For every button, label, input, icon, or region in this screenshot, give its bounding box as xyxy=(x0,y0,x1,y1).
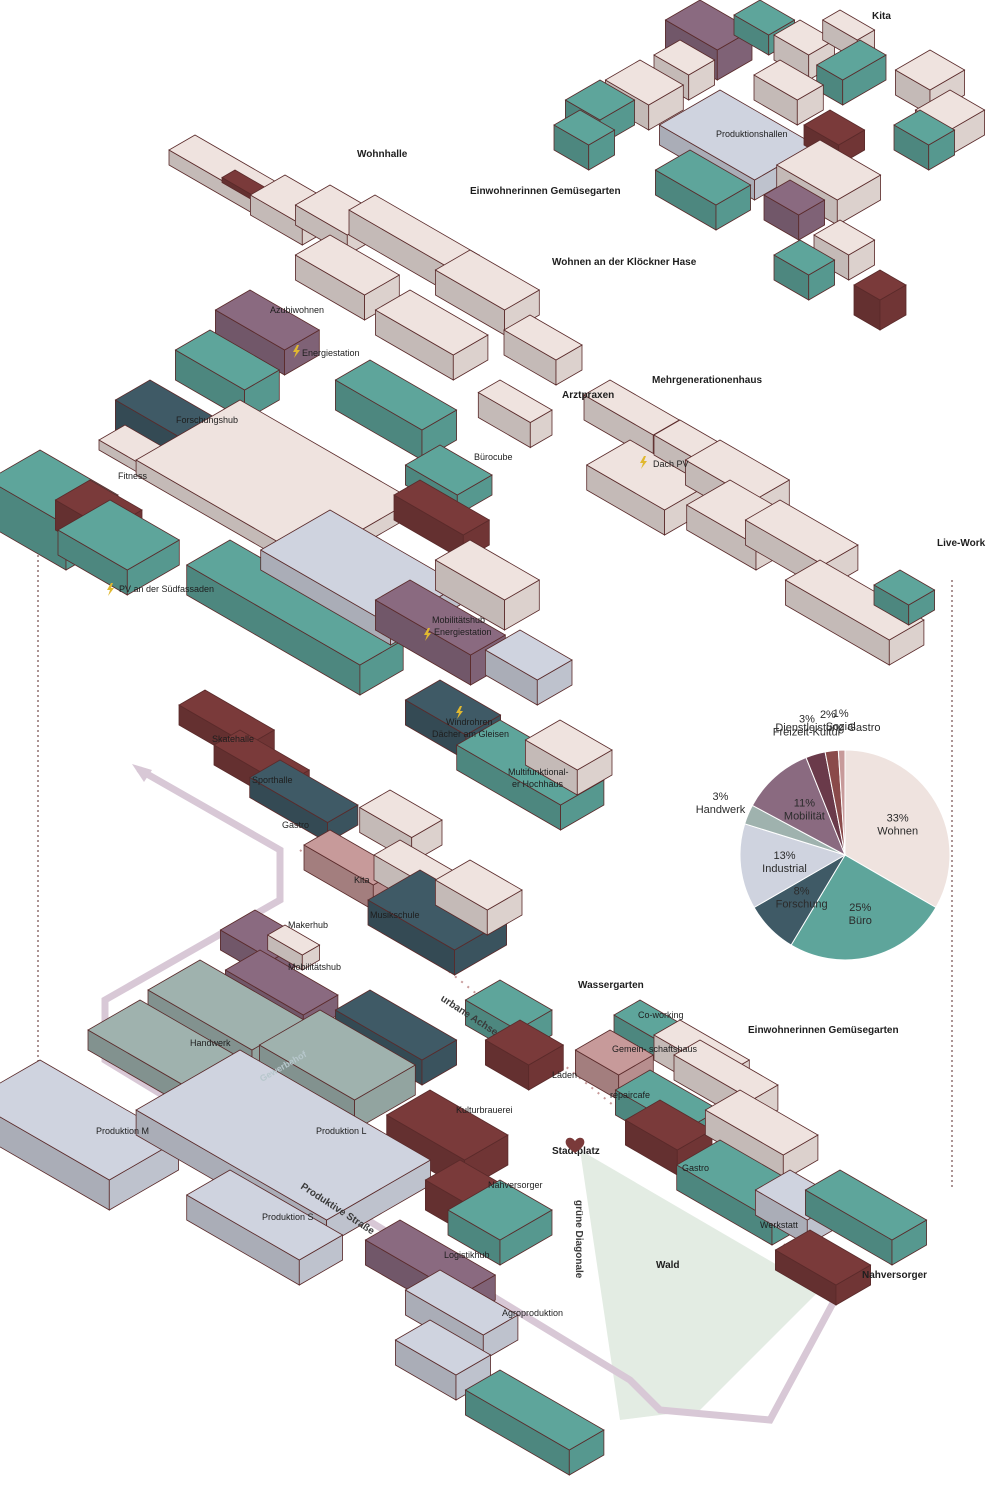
label-gruene-diagonale: grüne Diagonale xyxy=(573,1200,584,1279)
label-gemeinschaftshaus: Gemein- schaftshaus xyxy=(612,1044,698,1054)
label-energiestation-1: Energiestation xyxy=(302,348,360,358)
label-nahversorger-2: Nahversorger xyxy=(862,1270,927,1281)
label-wohnen-kloeckner: Wohnen an der Klöckner Hase xyxy=(552,257,697,268)
label-agroproduktion: Agroproduktion xyxy=(502,1308,563,1318)
label-wassergarten: Wassergarten xyxy=(578,980,644,991)
label-nahversorger-1: Nahversorger xyxy=(488,1180,543,1190)
label-produktion-s: Produktion S xyxy=(262,1212,314,1222)
label-handwerk: Handwerk xyxy=(190,1038,231,1048)
label-produktionshallen: Produktionshallen xyxy=(716,129,788,139)
label-produktion-m: Produktion M xyxy=(96,1126,149,1136)
label-logistikhub: Logistikhub xyxy=(444,1250,490,1260)
label-daecher-gleisen: Dächer am Gleisen xyxy=(432,729,509,739)
label-azubiwohnen: Azubiwohnen xyxy=(270,305,324,315)
pie-category-label: Forschung xyxy=(776,899,828,911)
pie-percent-label: 1% xyxy=(833,708,849,720)
label-wald: Wald xyxy=(656,1260,680,1271)
label-hochhaus: er Hochhaus xyxy=(512,779,564,789)
label-gemuesegarten: Einwohnerinnen Gemüsegarten xyxy=(748,1025,899,1036)
label-gastro-1: Gastro xyxy=(282,820,309,830)
label-dach-pv: Dach PV xyxy=(653,459,689,469)
label-repaircafe: repaircafe xyxy=(610,1090,650,1100)
building-residential xyxy=(504,315,582,385)
label-gemuesegarten-top: Einwohnerinnen Gemüsegarten xyxy=(470,186,621,197)
pie-category-label: Industrial xyxy=(762,863,807,875)
pie-percent-label: 33% xyxy=(887,813,909,825)
label-windrohren: Windrohren xyxy=(446,717,493,727)
label-arztpraxen: Arztpraxen xyxy=(562,390,614,401)
label-mobilitaetshub: Mobilitätshub xyxy=(288,962,341,972)
label-skatehalle: Skatehalle xyxy=(212,734,254,744)
pie-category-label: Handwerk xyxy=(696,804,746,816)
pie-percent-label: 25% xyxy=(849,902,871,914)
pie-percent-label: 13% xyxy=(773,850,795,862)
label-buerocube: Bürocube xyxy=(474,452,513,462)
land-use-pie-chart: 33%Wohnen 25%Büro 8%Forschung 13%Industrial… xyxy=(696,708,950,960)
label-musikschule: Musikschule xyxy=(370,910,420,920)
pie-category-label: Wohnen xyxy=(877,826,918,838)
street-arrow-north xyxy=(132,764,152,782)
label-fitness: Fitness xyxy=(118,471,148,481)
building-leisure xyxy=(854,270,906,330)
label-gastro-2: Gastro xyxy=(682,1163,709,1173)
pie-category-label: Büro xyxy=(849,915,872,927)
label-live-work: Live-Work xyxy=(937,538,986,549)
label-mehrgenerationenhaus: Mehrgenerationenhaus xyxy=(652,375,762,386)
pie-category-label: Sozial xyxy=(826,721,856,733)
pie-percent-label: 8% xyxy=(794,886,810,898)
building-office xyxy=(335,360,456,460)
building-residential xyxy=(478,380,552,448)
label-coworking: Co-working xyxy=(638,1010,684,1020)
pie-category-label: Mobilität xyxy=(784,811,825,823)
label-produktion-l: Produktion L xyxy=(316,1126,367,1136)
building-office xyxy=(465,1370,604,1475)
pie-percent-label: 3% xyxy=(713,791,729,803)
label-makerhub: Makerhub xyxy=(288,920,328,930)
label-kita: Kita xyxy=(354,875,370,885)
label-pv-suedfassaden: PV an der Südfassaden xyxy=(119,584,214,594)
label-kita-top: Kita xyxy=(872,11,891,22)
pie-percent-label: 11% xyxy=(794,798,815,810)
label-wohnhalle: Wohnhalle xyxy=(357,149,408,160)
label-forschungshub: Forschungshub xyxy=(176,415,238,425)
label-werkstatt: Werkstatt xyxy=(760,1220,798,1230)
label-sporthalle: Sporthalle xyxy=(252,775,293,785)
label-kulturbrauerei: Kulturbrauerei xyxy=(456,1105,513,1115)
label-multifunktional: Multifunktional- xyxy=(508,767,569,777)
label-mobilitaetshub-top: Mobilitätshub xyxy=(432,615,485,625)
label-energiestation-2: Energiestation xyxy=(434,627,492,637)
label-laden: Läden xyxy=(552,1070,577,1080)
